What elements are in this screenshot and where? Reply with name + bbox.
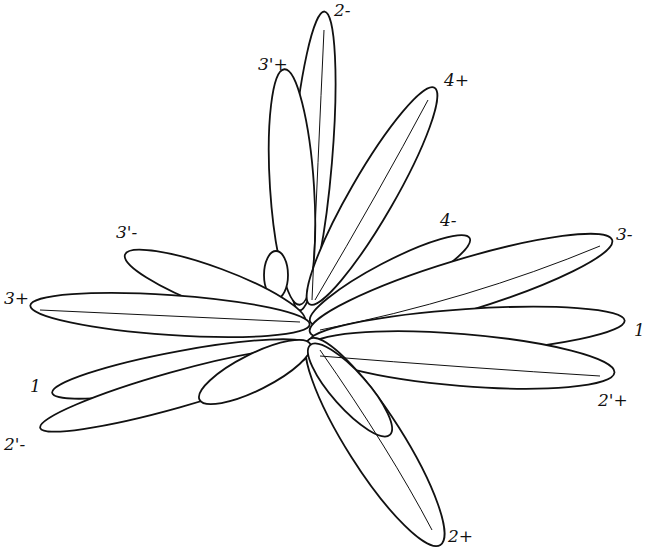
- leaf-label: 2-: [334, 2, 351, 19]
- leaf-label: 3+: [4, 290, 29, 307]
- leaf-fold: [320, 246, 600, 330]
- leaf-label: 2'-: [4, 436, 25, 453]
- leaf-label: 3-: [616, 226, 633, 243]
- leaf-fold: [312, 30, 324, 300]
- leaf: [192, 328, 319, 416]
- leaf-label: 3'+: [258, 56, 288, 73]
- leaf-label: 1: [30, 378, 41, 395]
- leaf-fold: [315, 100, 428, 300]
- leaf-fold: [40, 310, 300, 322]
- leaf: [286, 324, 464, 558]
- leaf-fold: [320, 356, 600, 376]
- leaf: [297, 333, 404, 447]
- leaf-label: 4+: [444, 72, 469, 89]
- leaf-label: 3'-: [116, 224, 137, 241]
- leaf: [29, 286, 311, 345]
- leaf-label: 4-: [440, 212, 457, 229]
- leaf-label: 1: [634, 322, 645, 339]
- leaf-fold: [320, 350, 432, 530]
- leaf-label: 2'+: [598, 392, 628, 409]
- leaf-label: 2+: [448, 528, 473, 545]
